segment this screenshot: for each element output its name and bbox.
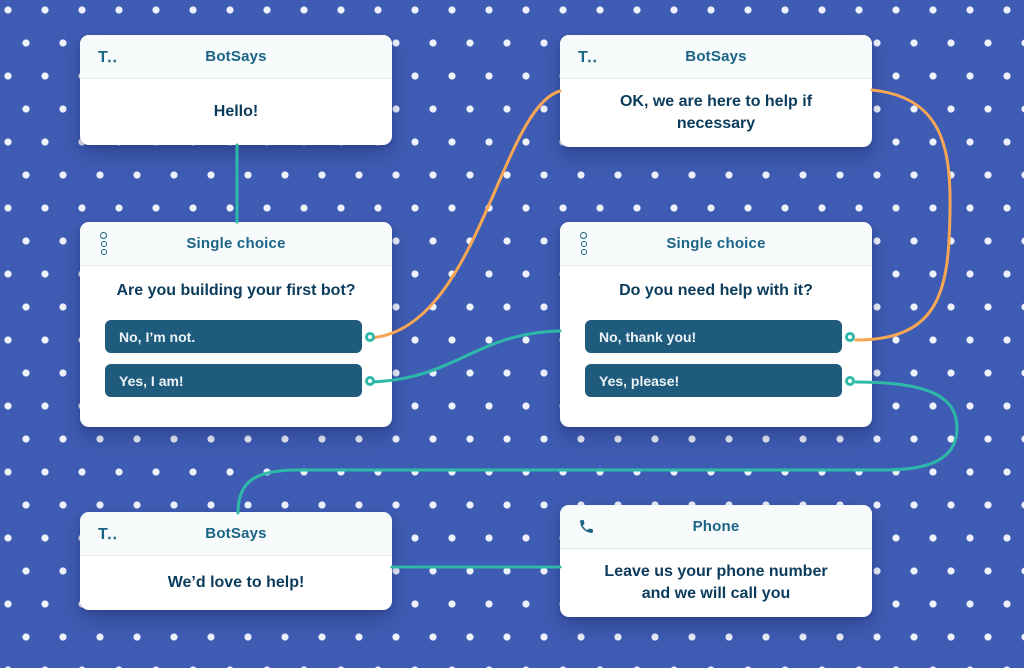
choice-option-label: No, thank you!	[599, 328, 697, 345]
node-header: Phone	[560, 505, 872, 549]
node-body-text: We’d love to help!	[167, 574, 305, 591]
node-header: Single choice	[80, 222, 392, 266]
choice-option-label: Yes, I am!	[119, 372, 184, 389]
node-botsays-hello[interactable]: T‥ BotSays Hello!	[80, 35, 392, 145]
node-title: BotSays	[685, 48, 747, 65]
edge-no-im-not-to-botsays-ok[interactable]	[367, 89, 562, 340]
node-body-text: Hello!	[213, 103, 259, 120]
node-title: Phone	[692, 518, 740, 535]
botsays-text-icon: T‥	[578, 48, 597, 66]
node-body-text: Leave us your phone number and we will c…	[604, 563, 828, 602]
single-choice-icon	[580, 232, 587, 255]
node-title: BotSays	[205, 48, 267, 65]
edge-yes-i-am-to-need-help[interactable]	[367, 329, 562, 384]
connector-dot[interactable]	[365, 375, 375, 386]
choice-option[interactable]: No, thank you!	[585, 320, 855, 353]
node-botsays-love-to-help[interactable]: T‥ BotSays We’d love to help!	[80, 512, 392, 610]
phone-icon	[578, 518, 595, 535]
node-title: BotSays	[205, 525, 267, 542]
choice-option-label: No, I’m not.	[119, 328, 196, 345]
botsays-text-icon: T‥	[98, 525, 117, 543]
connector-dot[interactable]	[365, 331, 375, 342]
choice-option-label: Yes, please!	[599, 372, 680, 389]
node-header: T‥ BotSays	[80, 35, 392, 79]
choice-option[interactable]: Yes, please!	[585, 364, 855, 397]
node-header: Single choice	[560, 222, 872, 266]
connector-dot[interactable]	[845, 331, 855, 342]
node-single-choice-first-bot[interactable]: Single choice Are you building your firs…	[80, 222, 392, 427]
node-single-choice-need-help[interactable]: Single choice Do you need help with it? …	[560, 222, 872, 427]
node-title: Single choice	[666, 235, 766, 252]
question-text: Do you need help with it?	[619, 282, 813, 299]
node-botsays-ok[interactable]: T‥ BotSays OK, we are here to help if ne…	[560, 35, 872, 147]
node-header: T‥ BotSays	[80, 512, 392, 556]
single-choice-icon	[100, 232, 107, 255]
node-phone[interactable]: Phone Leave us your phone number and we …	[560, 505, 872, 617]
connector-dot[interactable]	[845, 375, 855, 386]
choice-option[interactable]: Yes, I am!	[105, 364, 375, 397]
botsays-text-icon: T‥	[98, 48, 117, 66]
node-title: Single choice	[186, 235, 286, 252]
node-header: T‥ BotSays	[560, 35, 872, 79]
choice-option[interactable]: No, I’m not.	[105, 320, 375, 353]
question-text: Are you building your first bot?	[116, 282, 356, 299]
node-body-text: OK, we are here to help if necessary	[619, 93, 813, 132]
